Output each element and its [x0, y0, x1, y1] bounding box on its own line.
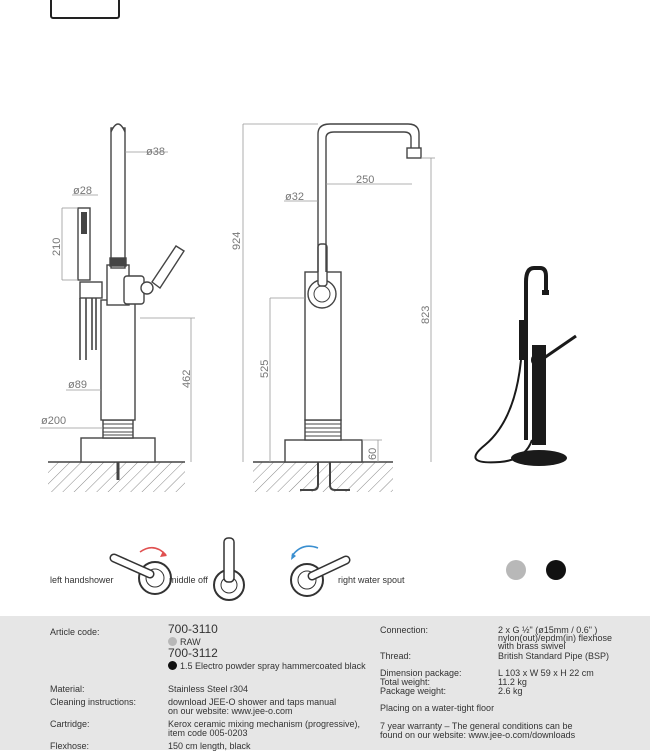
dim-handshower-diameter: ø28 [73, 185, 92, 197]
cartridge-value-2: item code 005-0203 [168, 728, 248, 738]
package-weight-value: 2.6 kg [498, 686, 523, 696]
article-code-raw: 700-3110 [168, 622, 218, 636]
flexhose-value: 150 cm length, black [168, 741, 251, 751]
position-right-label: right water spout [338, 575, 405, 585]
placing-note: Placing on a water-tight floor [380, 703, 495, 713]
dimension-label: Dimension package: [380, 668, 462, 678]
dim-total-height: 924 [231, 232, 243, 250]
connection-value-1: 2 x G ½" (ø15mm / 0.6" ) [498, 625, 598, 635]
dim-base-height: 60 [367, 448, 379, 460]
warranty-line-2: found on our website: www.jee-o.com/down… [380, 730, 576, 740]
finish-swatch-raw [506, 560, 526, 580]
handle-position-left [109, 546, 172, 595]
finish-black-label: 1.5 Electro powder spray hammercoated bl… [180, 661, 366, 671]
total-weight-value: 11.2 kg [498, 677, 527, 687]
article-code-black: 700-3112 [168, 646, 218, 660]
front-view-drawing [242, 123, 435, 492]
finish-black-row: 1.5 Electro powder spray hammercoated bl… [168, 661, 366, 671]
warranty-line-1: 7 year warranty – The general conditions… [380, 721, 573, 731]
dim-pipe-diameter: ø32 [285, 191, 304, 203]
black-dot-icon [168, 661, 177, 670]
finish-swatch-black [546, 560, 566, 580]
finish-raw-label: RAW [180, 637, 201, 647]
product-render-image [474, 266, 577, 466]
handle-position-middle [213, 537, 245, 601]
dim-mixer-height: 462 [181, 370, 193, 388]
connection-value-3: with brass swivel [498, 641, 566, 651]
thread-label: Thread: [380, 651, 412, 661]
spec-sheet: Article code: 700-3110 RAW 700-3112 1.5 … [0, 616, 650, 751]
cleaning-value-2: on our website: www.jee-o.com [168, 706, 293, 716]
cleaning-value-1: download JEE-O shower and taps manual [168, 697, 337, 707]
dim-base-diameter: ø200 [41, 415, 66, 427]
thread-value: British Standard Pipe (BSP) [498, 651, 610, 661]
dimension-value: L 103 x W 59 x H 22 cm [498, 668, 594, 678]
dim-spout-diameter: ø38 [146, 146, 165, 158]
side-view-drawing [40, 123, 195, 492]
technical-drawing: ø38 ø28 210 ø89 ø200 462 924 ø32 250 525… [40, 123, 577, 601]
dim-column-diameter: ø89 [68, 379, 87, 391]
dim-handshower-height: 210 [51, 238, 63, 256]
cleaning-label: Cleaning instructions: [50, 697, 137, 707]
material-label: Material: [50, 684, 85, 694]
package-weight-label: Package weight: [380, 686, 447, 696]
connection-value-2: nylon(out)/epdm(in) flexhose [498, 633, 613, 643]
finish-raw-row: RAW [168, 637, 201, 647]
raw-dot-icon [168, 637, 177, 646]
dim-spout-reach: 250 [356, 174, 374, 186]
position-middle-label: middle off [169, 575, 208, 585]
article-code-label: Article code: [50, 627, 100, 637]
cartridge-label: Cartridge: [50, 719, 90, 729]
cartridge-value-1: Kerox ceramic mixing mechanism (progress… [168, 719, 361, 729]
connection-label: Connection: [380, 625, 429, 635]
brand-logo-frame [50, 0, 120, 19]
position-left-label: left handshower [50, 575, 114, 585]
handle-position-right [290, 545, 351, 597]
material-value: Stainless Steel r304 [168, 684, 249, 694]
dim-outlet-height: 823 [420, 306, 432, 324]
flexhose-label: Flexhose: [50, 741, 90, 751]
dim-body-height: 525 [259, 360, 271, 378]
total-weight-label: Total weight: [380, 677, 431, 687]
